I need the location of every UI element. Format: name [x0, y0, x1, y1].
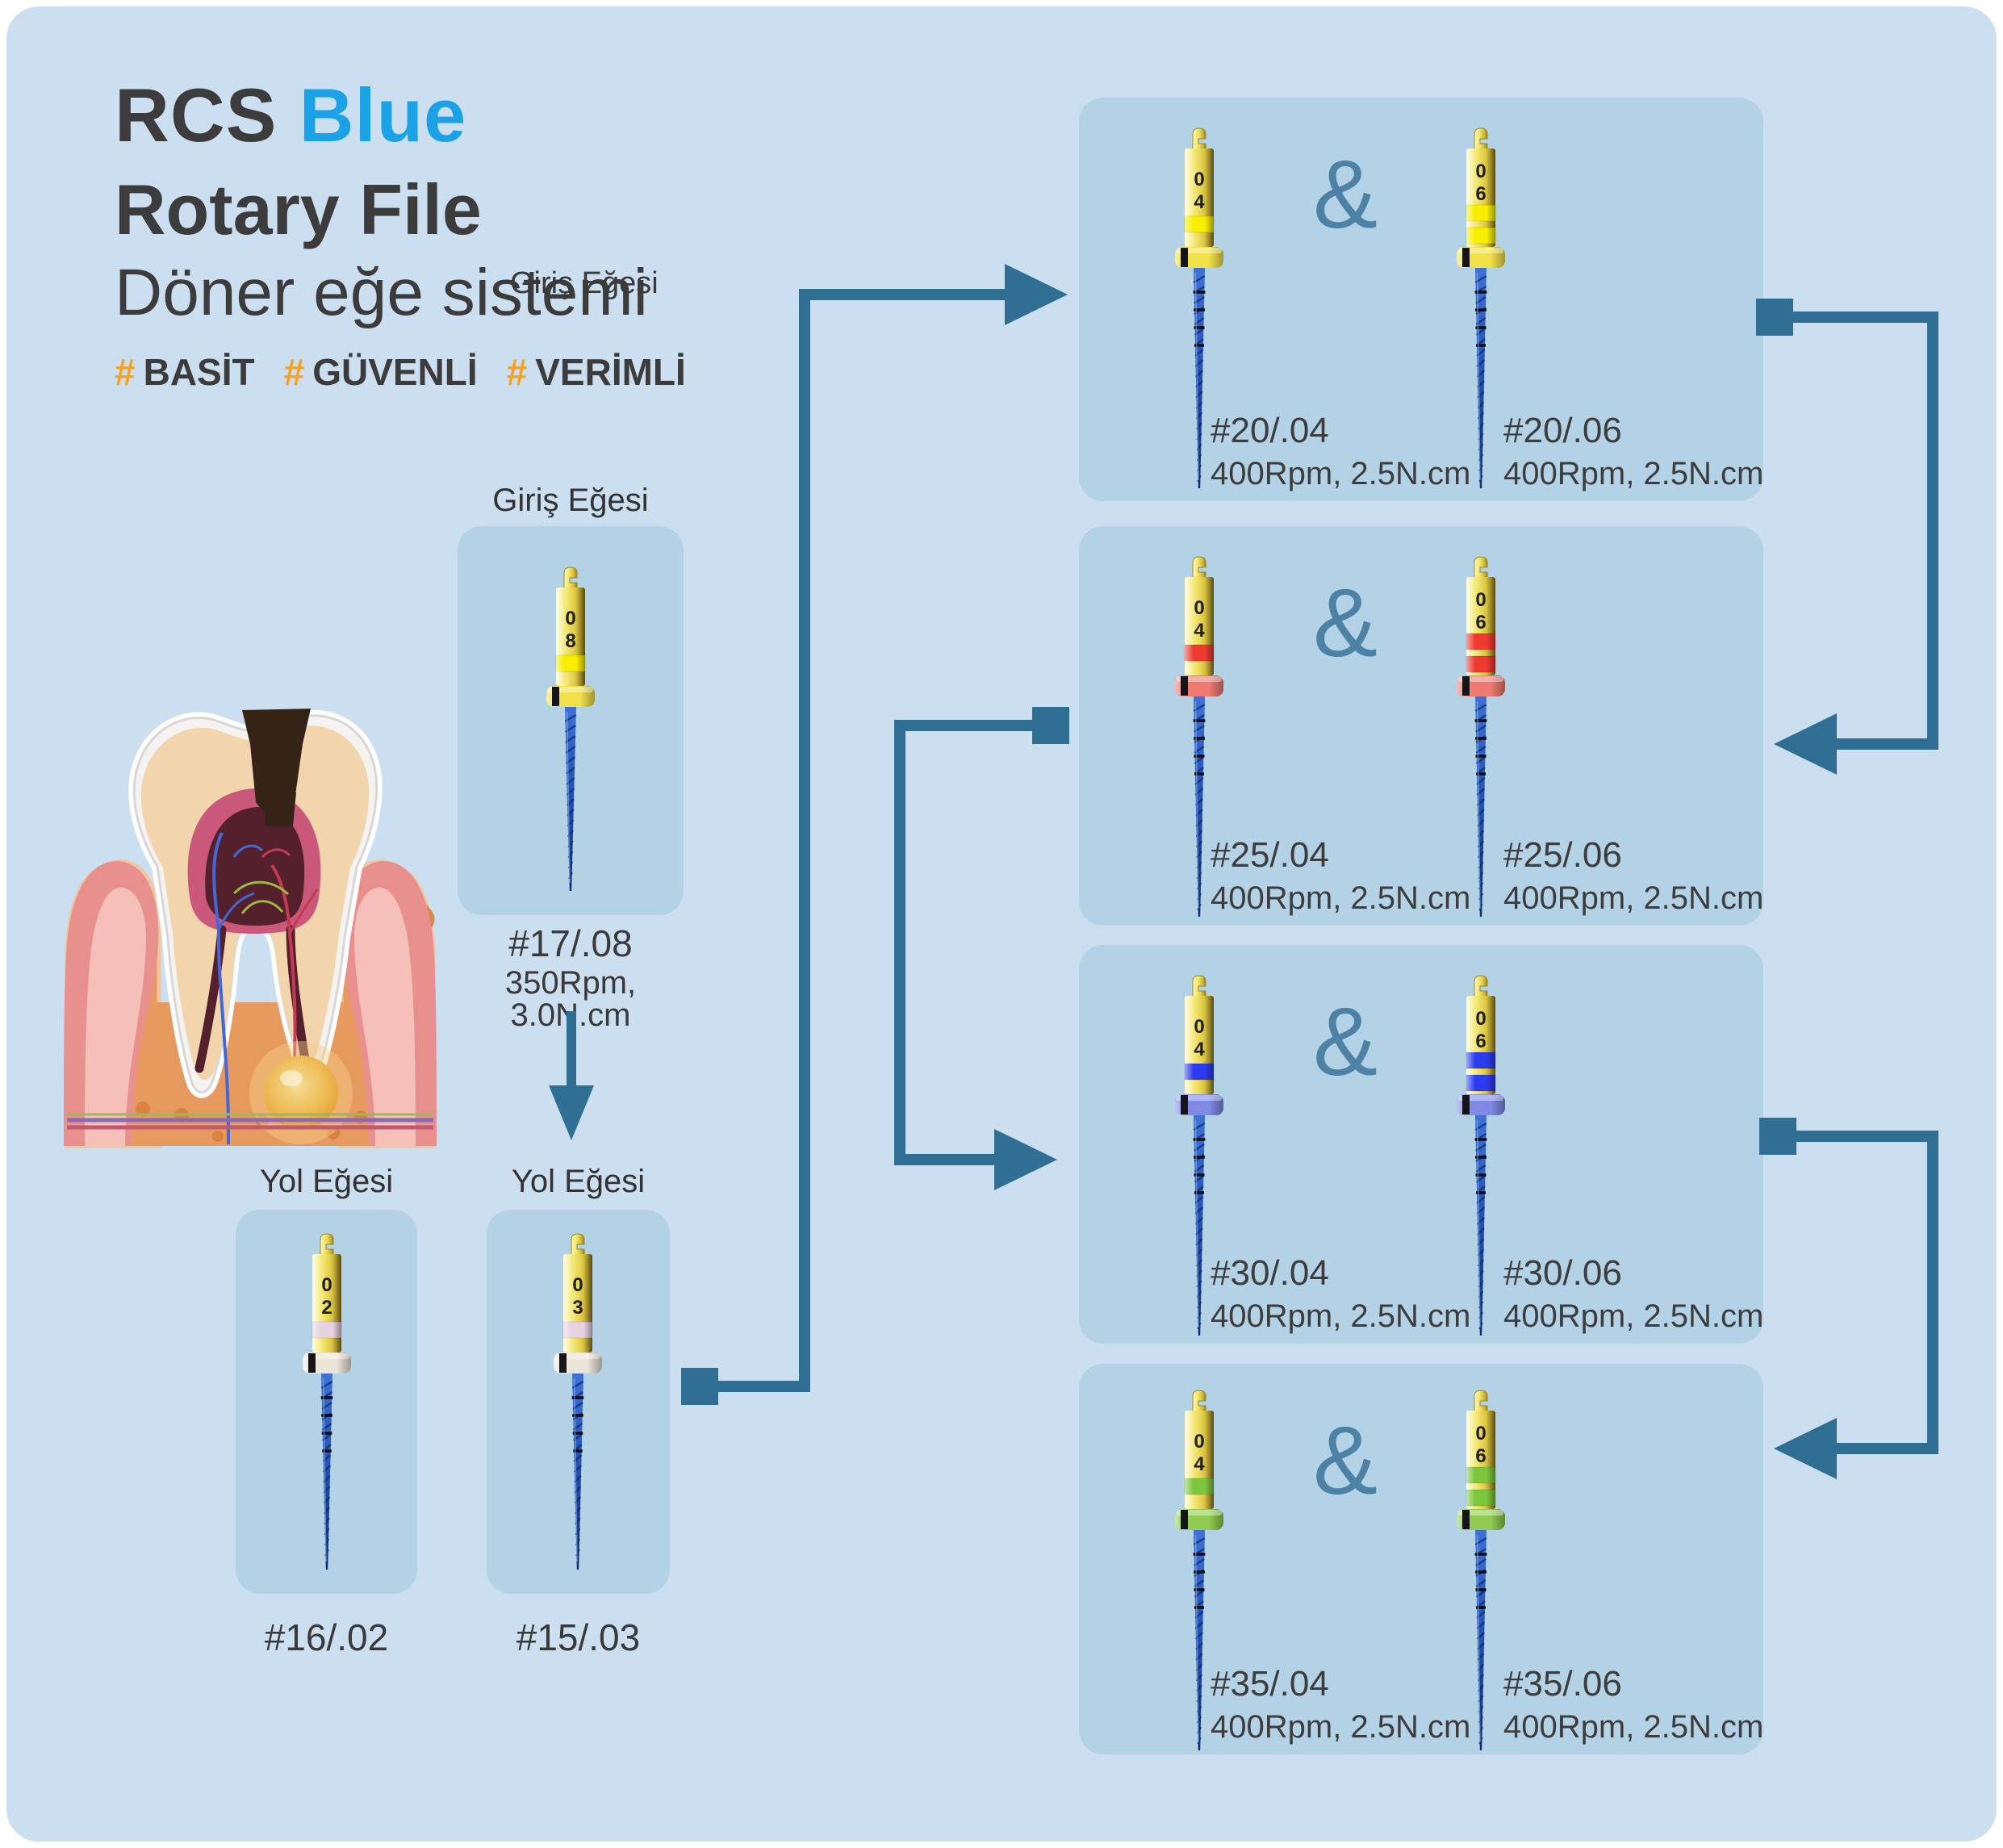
entry-size-label: #17/.08: [508, 922, 633, 964]
product-title-turkish: Döner eğe sistemi: [115, 256, 648, 329]
hashtag-guvenli: #GÜVENLİ: [283, 351, 478, 393]
caries-cavity: [242, 709, 311, 814]
entry-section-label: Giriş Eğesi: [492, 483, 649, 518]
page-title: RCS Blue: [115, 77, 466, 153]
brand-accent: Blue: [299, 73, 467, 157]
product-title: Rotary File: [115, 169, 482, 249]
path-section-label-1: Yol Eğesi: [259, 1164, 394, 1199]
hashtag-basit: #BASİT: [115, 351, 255, 393]
ampersand-3: &: [1312, 988, 1378, 1096]
pulp-vessels: [212, 832, 319, 1145]
ampersand-2: &: [1312, 569, 1378, 677]
gum-right: [341, 861, 437, 1146]
gum-left: [64, 861, 159, 1146]
ampersand-4: &: [1312, 1407, 1378, 1515]
brand-name: RCS: [115, 73, 278, 157]
path-size-label-1: #16/.02: [264, 1616, 389, 1658]
bone-vessel-lines: [67, 1113, 433, 1130]
entry-torque-label: 350Rpm, 3.0N.cm: [504, 965, 637, 1033]
entry-file-panel: [458, 526, 684, 915]
stray-entry-file-label: Giriş Eğesi: [510, 266, 659, 300]
hashtag-list: #BASİT #GÜVENLİ #VERİMLİ: [115, 353, 686, 391]
path-size-label-2: #15/.03: [516, 1616, 641, 1658]
hashtag-verimli: #VERİMLİ: [506, 351, 686, 393]
path-section-label-2: Yol Eğesi: [511, 1164, 646, 1199]
path-file-panel-1: [236, 1210, 417, 1594]
tooth-illustration: [61, 696, 440, 1162]
path-file-panel-2: [487, 1210, 670, 1594]
tooth: [128, 709, 383, 1145]
ampersand-1: &: [1312, 140, 1378, 249]
